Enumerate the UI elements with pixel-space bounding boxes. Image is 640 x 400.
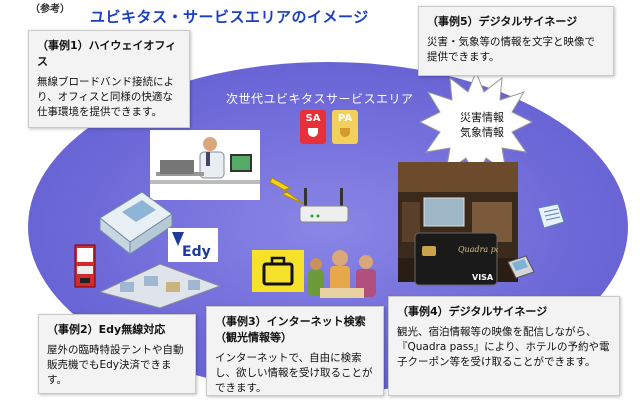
sa-cup-icon xyxy=(308,128,318,137)
case4-body: 観光、宿泊情報等の映像を配信しながら、『Quadra pass』により、ホテルの… xyxy=(397,326,610,368)
page-title: ユビキタス・サービスエリアのイメージ xyxy=(90,8,369,26)
tourists-illustration xyxy=(308,250,376,298)
burst-text: 災害情報 気象情報 xyxy=(452,110,512,140)
reference-label: （参考） xyxy=(30,4,70,15)
case2-title: （事例2）Edy無線対応 xyxy=(47,323,166,336)
case5-title: （事例5）デジタルサイネージ xyxy=(427,15,578,28)
case1-callout: （事例1）ハイウェイオフィス 無線ブロードバンド接続により、オフィスと同様の快適… xyxy=(28,30,190,128)
case5-callout: （事例5）デジタルサイネージ 災害・気象等の情報を文字と映像で提供できます。 xyxy=(418,6,614,76)
card-logo-text: Quadra pass xyxy=(458,245,498,254)
case2-body: 屋外の臨時特設テントや自動販売機でもEdy決済できます。 xyxy=(47,344,184,386)
burst-line-weather: 気象情報 xyxy=(460,126,504,139)
case5-body: 災害・気象等の情報を文字と映像で提供できます。 xyxy=(427,36,595,63)
edy-logo: Edy xyxy=(168,228,218,262)
wireless-router-icon xyxy=(299,188,349,223)
vending-machine-icon xyxy=(74,244,96,288)
case3-body: インターネットで、自由に検索し、欲しい情報を受け取ることができます。 xyxy=(215,352,373,394)
edy-terminal-illustration xyxy=(99,191,173,256)
shop-floor-illustration xyxy=(100,263,220,309)
edy-logo-icon: Edy xyxy=(168,228,218,262)
pa-badge: PA xyxy=(332,110,358,144)
case3-callout: （事例3）インターネット検索（観光情報等） インターネットで、自由に検索し、欲し… xyxy=(206,306,384,396)
mobile-phone-icon xyxy=(507,255,535,279)
luggage-sign-icon xyxy=(252,250,304,292)
credit-card-icon: Quadra pass VISA xyxy=(414,232,509,286)
case4-callout: （事例4）デジタルサイネージ 観光、宿泊情報等の映像を配信しながら、『Quadr… xyxy=(388,296,620,396)
case4-title: （事例4）デジタルサイネージ xyxy=(397,305,548,318)
pa-cup-icon xyxy=(340,128,350,137)
quadra-pass-card: Quadra pass VISA xyxy=(414,232,509,286)
sa-badge-label: SA xyxy=(305,113,321,124)
wireless-lightning-icon xyxy=(269,177,305,205)
case1-title: （事例1）ハイウェイオフィス xyxy=(37,39,177,68)
svg-text:Edy: Edy xyxy=(182,244,211,260)
case1-body: 無線ブロードバンド接続により、オフィスと同様の快適な仕事環境を提供できます。 xyxy=(37,76,175,118)
document-icon xyxy=(537,203,565,229)
burst-line-disaster: 災害情報 xyxy=(460,111,504,124)
card-brand-text: VISA xyxy=(472,273,494,282)
service-area-label: 次世代ユビキタスサービスエリア xyxy=(226,92,414,106)
pa-badge-label: PA xyxy=(337,113,353,124)
case3-title: （事例3）インターネット検索（観光情報等） xyxy=(215,315,366,344)
case2-callout: （事例2）Edy無線対応 屋外の臨時特設テントや自動販売機でもEdy決済できます… xyxy=(38,314,196,394)
sa-badge: SA xyxy=(300,110,326,144)
office-worker-illustration xyxy=(150,130,260,200)
